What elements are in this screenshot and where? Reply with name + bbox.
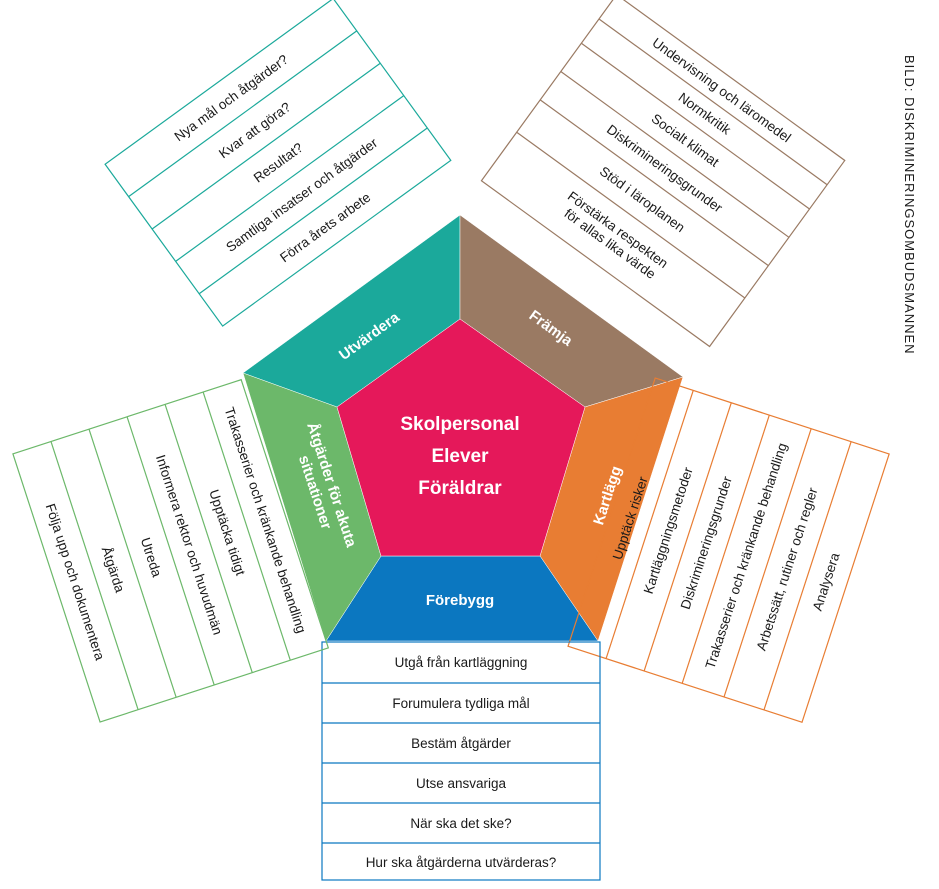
list-frame [12,378,330,723]
list-item: Utgå från kartläggning [395,655,528,670]
list-divider [175,95,405,262]
list-divider [643,402,732,672]
list-divider [681,414,770,684]
list-box-framja [480,0,846,348]
image-credit: BILD: DISKRIMINERINGSOMBUDSMANNEN [902,55,917,355]
list-divider [198,127,428,295]
list-item: Upptäcka tidigt [206,488,248,578]
list-divider [164,404,253,673]
list-frame [480,0,846,348]
list-item: Bestäm åtgärder [411,736,511,751]
list-item: Resultat? [251,140,306,186]
list-divider [723,428,812,698]
list-divider [202,391,291,661]
center-line-3: Föräldrar [418,478,502,499]
list-item: Utreda [138,536,165,580]
center-pentagon [336,318,586,557]
list-divider [50,441,139,710]
list-item: Följa upp och dokumentera [43,502,108,663]
list-item: Nya mål och åtgärder? [172,52,291,144]
list-divider [539,99,769,267]
center-line-2: Elever [431,446,489,467]
list-divider [763,441,852,711]
list-divider [581,42,810,210]
list-frame [104,0,452,327]
list-frame [567,377,890,724]
list-box-kartlagg [567,377,890,724]
list-item: När ska det ske? [410,816,511,831]
list-divider [598,18,828,186]
list-box-forebygg [321,641,601,881]
center-line-1: Skolpersonal [400,414,519,435]
list-divider [151,62,381,230]
list-item: Trakasserier och kränkande behandling [703,441,790,671]
list-frame [321,641,601,881]
list-divider [128,30,358,198]
list-box-utvardera [104,0,452,327]
list-item: Forumulera tydliga mål [392,696,529,711]
list-box-akuta [12,378,330,723]
list-divider [560,71,790,238]
list-divider [88,428,177,698]
list-divider [126,416,215,686]
list-divider [516,131,746,299]
list-forebygg: Utgå från kartläggning Forumulera tydlig… [321,641,601,881]
list-divider [605,390,694,659]
list-item: Diskrimineringsgrunder [604,122,726,216]
list-item: Åtgärda [99,545,128,595]
list-item: Analysera [810,550,843,612]
segment-label-forebygg: Förebygg [426,592,494,609]
list-item: Hur ska åtgärderna utvärderas? [366,855,557,870]
list-item: Utse ansvariga [416,776,507,791]
